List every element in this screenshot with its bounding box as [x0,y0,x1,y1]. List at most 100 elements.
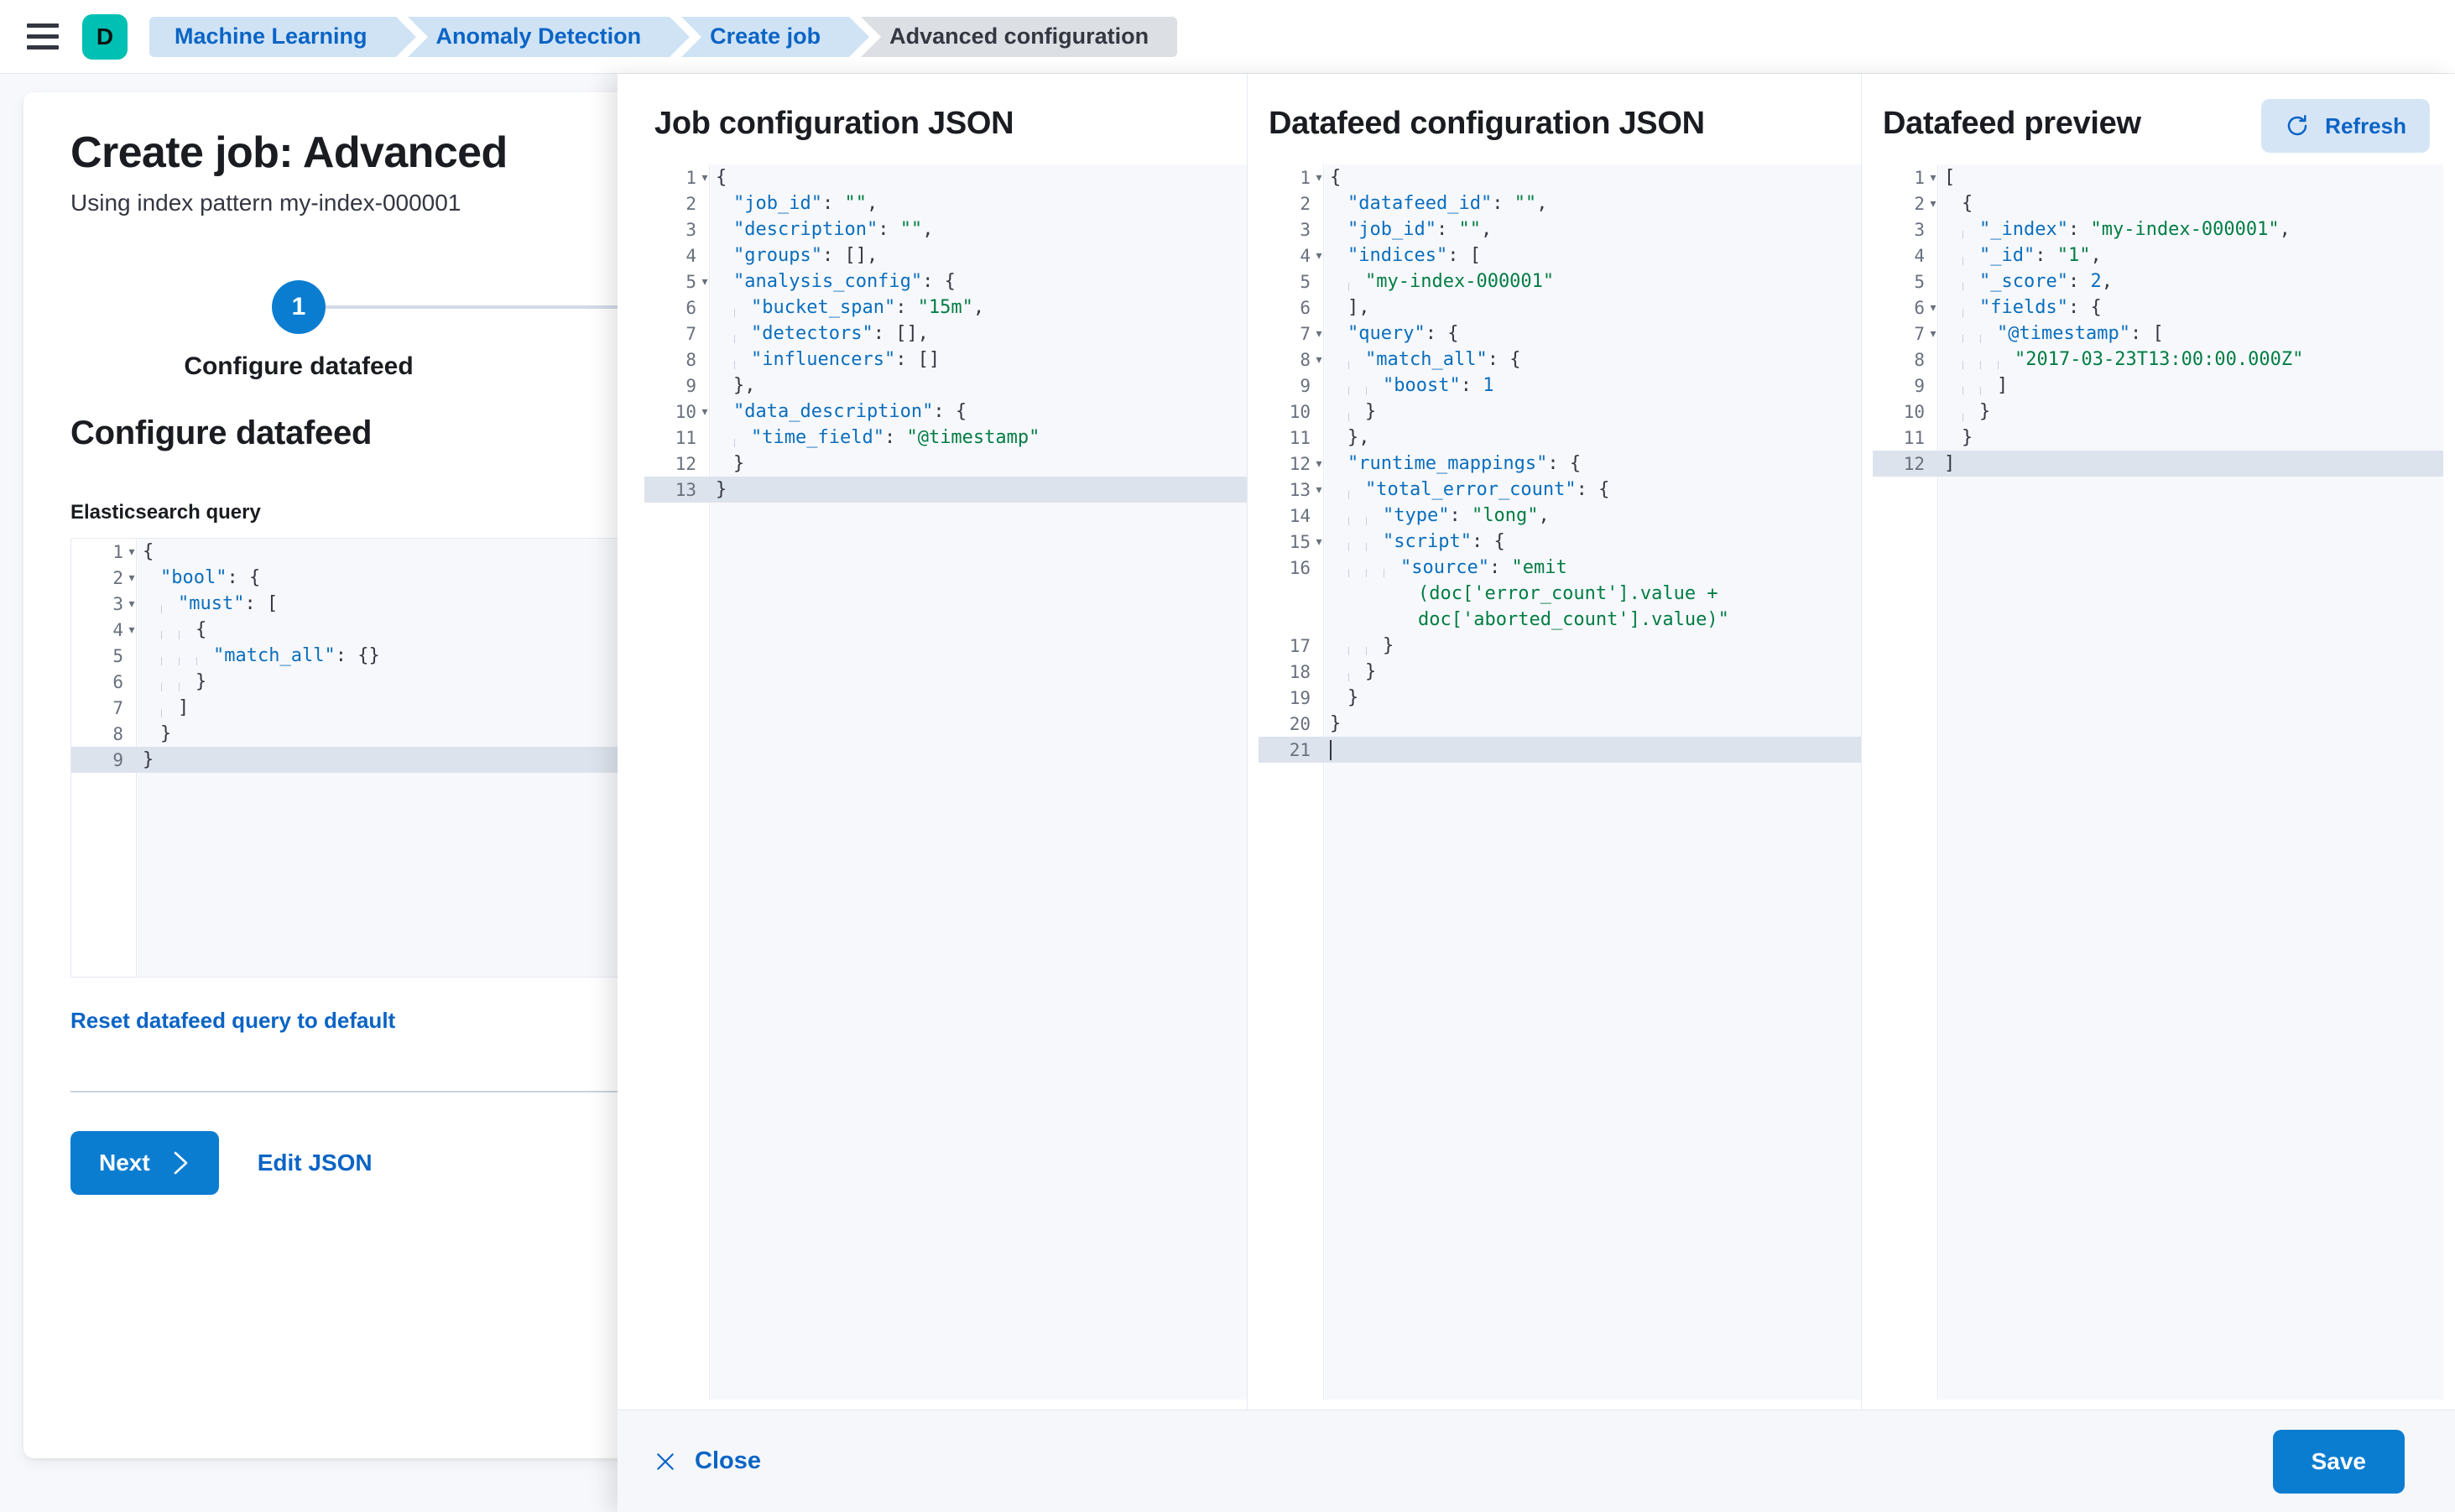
code-line[interactable]: 9] [1873,373,2443,399]
code-line[interactable]: 11}, [1259,425,1861,451]
fold-arrow-icon[interactable]: ▾ [1316,326,1322,340]
code-line[interactable]: 12] [1873,451,2443,477]
code-line[interactable]: 12} [644,451,1247,477]
code-line[interactable]: 7"detectors": [], [644,321,1247,347]
code-line[interactable]: 11} [1873,425,2443,451]
fold-arrow-icon[interactable]: ▾ [1930,326,1936,340]
code-line[interactable]: 3"_index": "my-index-000001", [1873,216,2443,242]
editor-code-area[interactable] [711,164,1247,1400]
code-line[interactable]: 1▾[ [1873,164,2443,190]
editor-code-area[interactable] [1325,164,1861,1400]
code-line[interactable]: 5"match_all": {} [71,643,638,669]
step-indicator-1[interactable]: 1 [272,280,326,334]
code-line[interactable]: 2▾{ [1873,190,2443,216]
code-line[interactable]: 12▾"runtime_mappings": { [1259,451,1861,477]
code-line[interactable]: 5"my-index-000001" [1259,269,1861,295]
fold-arrow-icon[interactable]: ▾ [128,545,135,558]
code-line[interactable]: 1▾{ [644,164,1247,190]
datafeed-configuration-json-editor[interactable]: 1▾{2"datafeed_id": "",3"job_id": "",4▾"i… [1259,164,1861,1400]
code-line[interactable]: 3"description": "", [644,216,1247,242]
code-line[interactable]: 1▾{ [1259,164,1861,190]
code-line[interactable]: 8▾"match_all": { [1259,347,1861,373]
fold-arrow-icon[interactable]: ▾ [128,597,135,610]
editor-code-area[interactable] [1939,164,2443,1400]
editor-rows[interactable]: 1▾{2"job_id": "",3"description": "",4"gr… [644,164,1247,503]
breadcrumb-item-create-job[interactable]: Create job [681,16,882,57]
code-line[interactable]: 14"type": "long", [1259,503,1861,529]
fold-arrow-icon[interactable]: ▾ [1930,300,1936,314]
next-button[interactable]: Next [70,1131,219,1195]
code-line[interactable]: 6], [1259,295,1861,321]
code-line[interactable]: 2▾"bool": { [71,565,638,591]
code-line[interactable]: 10} [1873,399,2443,425]
fold-arrow-icon[interactable]: ▾ [1930,196,1936,210]
datafeed-preview-editor[interactable]: 1▾[2▾{3"_index": "my-index-000001",4"_id… [1873,164,2443,1400]
code-line[interactable]: 4"groups": [], [644,242,1247,269]
editor-rows[interactable]: 1▾{2"datafeed_id": "",3"job_id": "",4▾"i… [1259,164,1861,763]
code-line[interactable]: 15▾"script": { [1259,529,1861,555]
fold-arrow-icon[interactable]: ▾ [701,404,708,418]
close-button[interactable]: Close [654,1447,761,1475]
code-line[interactable]: 5"_score": 2, [1873,269,2443,295]
code-line[interactable]: 8} [71,721,638,747]
breadcrumb-item-anomaly-detection[interactable]: Anomaly Detection [407,16,701,57]
code-line[interactable]: 16"source": "emit [1259,555,1861,581]
line-number: 18 [1289,661,1311,682]
code-line[interactable]: 3"job_id": "", [1259,216,1861,242]
code-line[interactable]: 7] [71,695,638,721]
refresh-button[interactable]: Refresh [2261,99,2430,153]
code-line[interactable]: 9}, [644,373,1247,399]
code-line[interactable]: 9"boost": 1 [1259,373,1861,399]
fold-arrow-icon[interactable]: ▾ [1930,170,1936,184]
save-button[interactable]: Save [2272,1429,2405,1494]
fold-arrow-icon[interactable]: ▾ [128,571,135,584]
fold-arrow-icon[interactable]: ▾ [1316,534,1322,548]
elasticsearch-query-editor[interactable]: 1▾{2▾"bool": {3▾"must": [4▾{5"match_all"… [70,538,638,978]
editor-rows[interactable]: 1▾{2▾"bool": {3▾"must": [4▾{5"match_all"… [71,539,638,773]
code-line[interactable]: 11"time_field": "@timestamp" [644,425,1247,451]
reset-datafeed-query-link[interactable]: Reset datafeed query to default [70,1008,396,1033]
code-line[interactable]: 6"bucket_span": "15m", [644,295,1247,321]
code-line[interactable]: 21 [1259,737,1861,763]
code-line[interactable]: 13▾"total_error_count": { [1259,477,1861,503]
line-number: 11 [1289,427,1311,448]
fold-arrow-icon[interactable]: ▾ [1316,352,1322,366]
code-line[interactable]: 4"_id": "1", [1873,242,2443,269]
code-line[interactable]: 2"job_id": "", [644,190,1247,216]
space-avatar[interactable]: D [82,13,128,60]
code-line[interactable]: 5▾"analysis_config": { [644,269,1247,295]
fold-arrow-icon[interactable]: ▾ [701,274,708,288]
fold-arrow-icon[interactable]: ▾ [128,623,135,636]
editor-rows[interactable]: 1▾[2▾{3"_index": "my-index-000001",4"_id… [1873,164,2443,477]
fold-arrow-icon[interactable]: ▾ [701,170,708,184]
fold-arrow-icon[interactable]: ▾ [1316,248,1322,262]
code-line[interactable]: 8"2017-03-23T13:00:00.000Z" [1873,347,2443,373]
code-line[interactable]: 13} [644,477,1247,503]
line-number: 17 [1289,635,1311,656]
code-line[interactable]: 4▾"indices": [ [1259,242,1861,269]
code-line[interactable]: 19} [1259,685,1861,711]
fold-arrow-icon[interactable]: ▾ [1316,482,1322,496]
code-line[interactable]: 1▾{ [71,539,638,565]
code-line[interactable]: 10} [1259,399,1861,425]
job-configuration-json-editor[interactable]: 1▾{2"job_id": "",3"description": "",4"gr… [644,164,1247,1400]
hamburger-menu-icon[interactable] [27,23,60,50]
code-line[interactable]: 3▾"must": [ [71,591,638,617]
code-line[interactable]: 10▾"data_description": { [644,399,1247,425]
edit-json-button[interactable]: Edit JSON [257,1150,373,1176]
code-line[interactable]: 7▾"@timestamp": [ [1873,321,2443,347]
code-line[interactable]: 17} [1259,633,1861,659]
code-line[interactable]: 4▾{ [71,617,638,643]
fold-arrow-icon[interactable]: ▾ [1316,170,1322,184]
code-line[interactable]: 18} [1259,659,1861,685]
code-line[interactable]: 2"datafeed_id": "", [1259,190,1861,216]
breadcrumb-item-machine-learning[interactable]: Machine Learning [149,16,428,57]
code-line[interactable]: 6▾"fields": { [1873,295,2443,321]
code-line[interactable]: 20} [1259,711,1861,737]
fold-arrow-icon[interactable]: ▾ [1316,456,1322,470]
line-number: 4 [112,619,123,640]
code-line[interactable]: 9} [71,747,638,773]
code-line[interactable]: 7▾"query": { [1259,321,1861,347]
code-line[interactable]: 6} [71,669,638,695]
code-line[interactable]: 8"influencers": [] [644,347,1247,373]
